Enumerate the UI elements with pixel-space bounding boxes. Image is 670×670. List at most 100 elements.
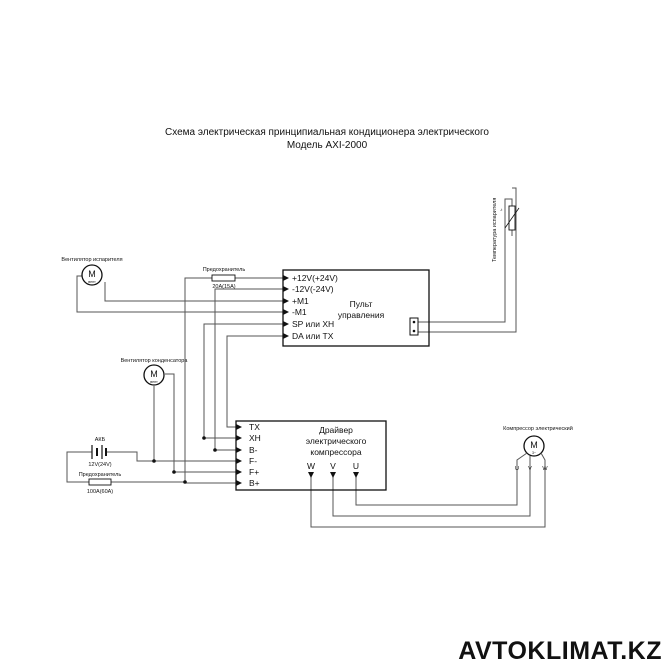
compressor-phase-label: U	[515, 466, 519, 472]
junction-dot	[172, 470, 176, 474]
motor-sub: вент	[150, 380, 158, 384]
wire-phase-v	[332, 468, 531, 517]
panel-pin-label: DA или TX	[292, 331, 334, 341]
wire-evap-fan-minus	[76, 275, 283, 313]
compressor-label: Компрессор электрический	[503, 425, 573, 432]
wire-sp-to-xh	[203, 323, 283, 439]
wire-evap-fan-plus	[104, 282, 283, 302]
condenser-fan-label: Вентилятор конденсатора	[121, 358, 189, 364]
junction-dot	[213, 448, 217, 452]
driver-phase-label: U	[353, 461, 359, 471]
phase-marker	[353, 472, 359, 478]
pin-marker	[283, 321, 289, 327]
wire-cond-fan-plus	[165, 373, 236, 473]
compressor-phase-label: V	[528, 466, 532, 472]
fuse-main-value: 100A(60A)	[87, 489, 113, 495]
thermistor-symbol: -t	[500, 208, 502, 212]
pin-marker	[236, 447, 242, 453]
phase-marker	[330, 472, 336, 478]
watermark: AVTOKLIMAT.KZ	[458, 637, 662, 665]
fuse-main-icon	[88, 478, 112, 486]
electric-compressor: Компрессор электрический M 3~ U V W	[503, 425, 573, 472]
junction-dots	[152, 436, 217, 484]
thermistor-slash	[504, 207, 520, 229]
driver-pin-label: TX	[249, 422, 260, 432]
driver-name: Драйвер	[319, 425, 353, 435]
junction-dot	[152, 459, 156, 463]
panel-pin-label: -12V(-24V)	[292, 284, 334, 294]
wire-temp-sensor-1	[418, 198, 513, 323]
motor-letter: M	[150, 369, 158, 379]
control-panel-name: управления	[338, 310, 385, 320]
pin-marker	[236, 424, 242, 430]
driver-pin-label: F-	[249, 456, 257, 466]
panel-pin-label: +M1	[292, 296, 309, 306]
fuse-small: Предохранитель 20A(15A)	[203, 267, 246, 290]
driver-pin-label: F+	[249, 467, 259, 477]
wire-phase-w	[310, 468, 546, 528]
compressor-driver-block: TX XH B- F- F+ B+ Драйвер электрического…	[235, 420, 387, 491]
pin-marker	[283, 309, 289, 315]
junction-dot	[202, 436, 206, 440]
wires	[66, 187, 546, 528]
wire-battery-right	[106, 451, 154, 462]
driver-pin-label: B+	[249, 478, 260, 488]
compressor-lead	[540, 452, 546, 468]
driver-pin-label: B-	[249, 445, 258, 455]
motor-sub: 3~	[532, 451, 536, 455]
wire-temp-sensor-2	[418, 187, 517, 333]
motor-letter: M	[88, 269, 96, 279]
diagram-title-line2: Модель AXI-2000	[287, 140, 368, 151]
sensor-connector	[409, 317, 419, 336]
pin-marker	[236, 435, 242, 441]
compressor-motor-icon	[523, 435, 545, 457]
pin-marker	[236, 469, 242, 475]
compressor-lead	[516, 452, 528, 468]
temp-sensor-label: Температура испарителя	[492, 198, 498, 262]
compressor-phase-label: W	[542, 466, 548, 472]
fuse-main-label: Предохранитель	[79, 472, 122, 478]
fuse-small-value: 20A(15A)	[212, 284, 235, 290]
driver-frame	[235, 420, 387, 491]
pin-marker	[236, 458, 242, 464]
condenser-fan: Вентилятор конденсатора M вент	[121, 358, 189, 386]
driver-pin-markers	[236, 424, 242, 486]
junction-dot	[183, 480, 187, 484]
control-panel-pin-markers	[283, 275, 289, 339]
control-panel-frame	[282, 269, 430, 347]
evaporator-temp-sensor: -t Температура испарителя	[492, 198, 520, 262]
pin-marker	[283, 298, 289, 304]
driver-phase-label: V	[330, 461, 336, 471]
wire-minus12v-to-bminus	[214, 288, 283, 451]
driver-phase-label: W	[307, 461, 315, 471]
control-panel-name: Пульт	[350, 299, 373, 309]
motor-letter: M	[530, 440, 538, 450]
diagram-title-line1: Схема электрическая принципиальная конди…	[165, 127, 489, 138]
fuse-small-icon	[211, 274, 236, 282]
connector-pin	[412, 329, 416, 333]
wire-battery-left	[66, 451, 92, 483]
wire-phase-u	[355, 468, 518, 506]
battery: АКБ 12V(24V)	[88, 437, 111, 468]
driver-name: компрессора	[310, 447, 361, 457]
panel-pin-label: SP или XH	[292, 319, 334, 329]
control-panel-block: +12V(+24V) -12V(-24V) +M1 -M1 SP или XH …	[282, 269, 430, 347]
panel-pin-label: +12V(+24V)	[292, 273, 338, 283]
pin-marker	[283, 286, 289, 292]
pin-marker	[236, 480, 242, 486]
thermistor-icon	[508, 205, 516, 231]
battery-label: АКБ	[95, 437, 106, 443]
evaporator-fan-label: Вентилятор испарителя	[61, 257, 122, 263]
fuse-main: Предохранитель 100A(60A)	[79, 472, 122, 495]
condenser-fan-motor-icon	[143, 364, 165, 386]
phase-marker	[308, 472, 314, 478]
fuse-small-label: Предохранитель	[203, 267, 246, 273]
motor-sub: вент	[88, 280, 96, 284]
wire-da-to-tx	[226, 335, 283, 428]
pin-marker	[283, 333, 289, 339]
driver-name: электрического	[306, 436, 367, 446]
driver-pin-label: XH	[249, 433, 261, 443]
battery-voltage: 12V(24V)	[88, 462, 111, 468]
evaporator-fan-motor-icon	[81, 264, 103, 286]
